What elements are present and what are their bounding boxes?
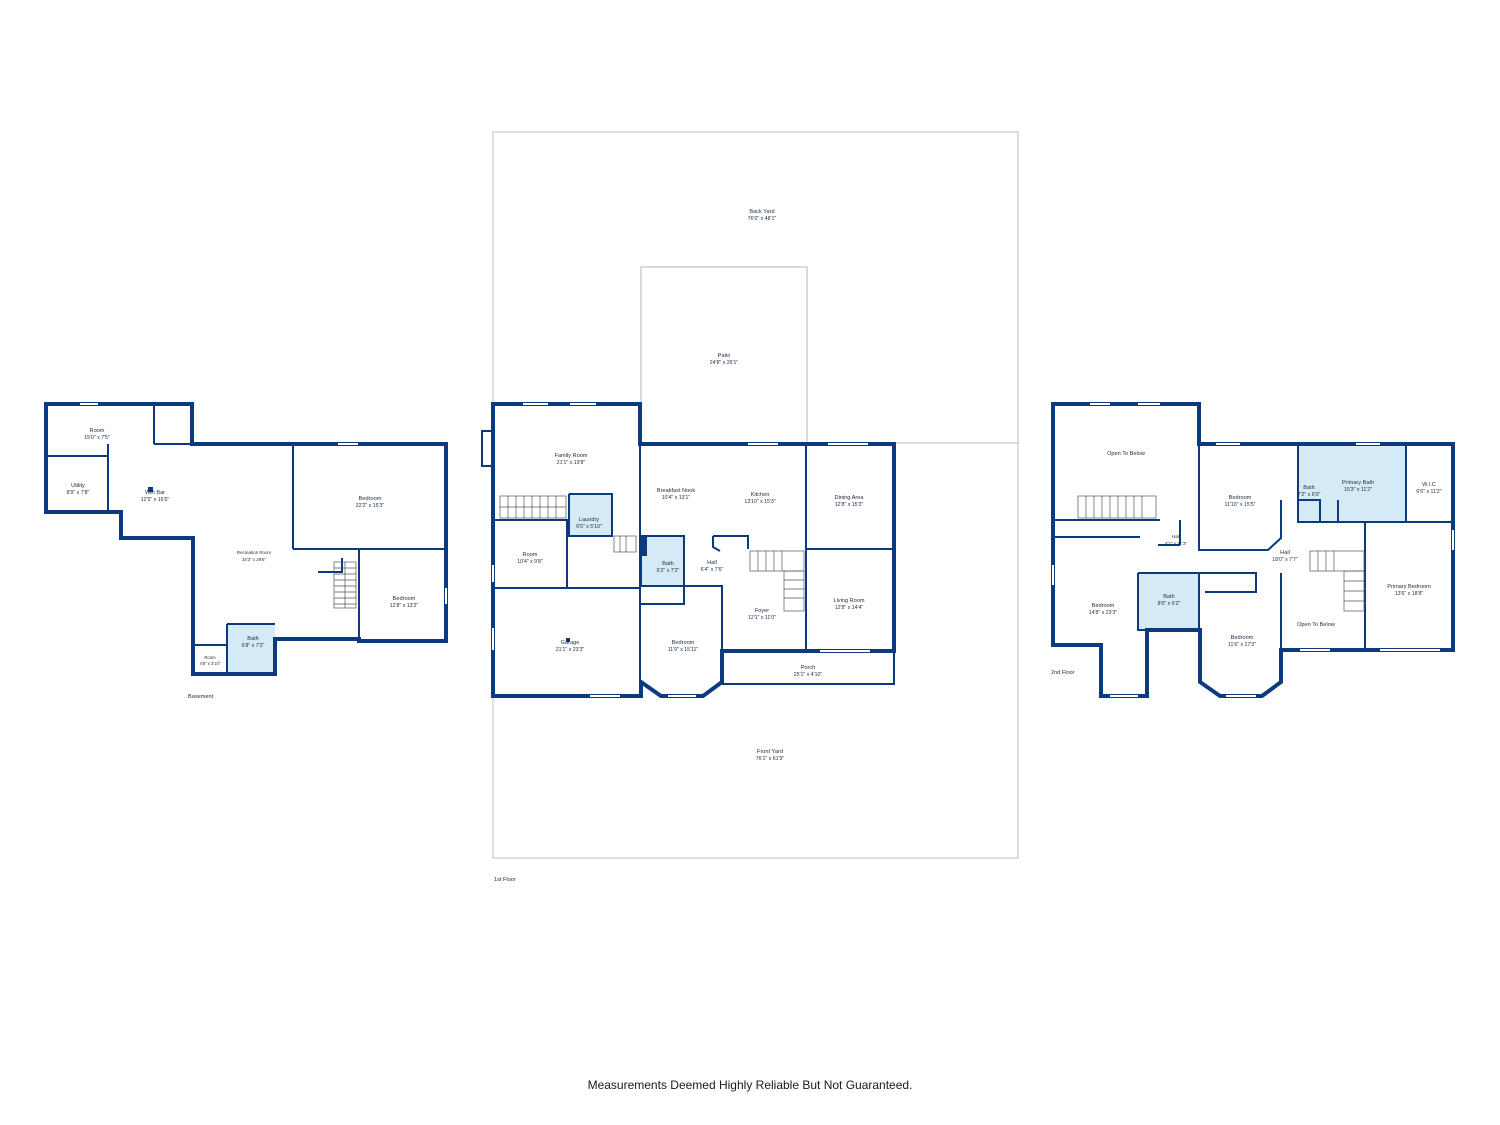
room-label: Room: [523, 552, 538, 558]
room-dims: 6'8" x 7'2": [242, 643, 265, 649]
room-dims: 21'1" x 23'3": [556, 647, 585, 653]
room-label: Bath: [1163, 594, 1175, 600]
room-label: Room: [90, 428, 105, 434]
room-label: Bedroom: [359, 496, 382, 502]
room-label: Bedroom: [1229, 495, 1252, 501]
second-floor-plan: Open To Below Bedroom 11'10" x 15'5" Bat…: [1051, 402, 1455, 698]
second-inner-walls: [1053, 444, 1453, 650]
room-dims: 7'2" x 6'0": [1298, 492, 1321, 498]
room-label: Foyer: [755, 608, 769, 614]
room-label: Recreation Room: [237, 550, 272, 555]
room-label: Primary Bath: [1342, 480, 1374, 486]
room-label: Porch: [801, 665, 816, 671]
fireplace-icon: [481, 430, 493, 467]
room-label: Bath: [662, 561, 674, 567]
basement-floor-plan: Room 15'0" x 7'5" Utility 8'9" x 7'8" We…: [44, 402, 448, 700]
room-label: Front Yard: [757, 749, 783, 755]
basement-stairs: [333, 561, 357, 609]
second-windows: [1052, 403, 1454, 697]
room-label: Bedroom: [393, 596, 416, 602]
room-dims: 6'4" x 7'6": [701, 567, 724, 573]
room-label: Hall: [707, 560, 717, 566]
room-label: Breakfast Nook: [657, 488, 695, 494]
room-dims: 12'8" x 15'3": [835, 502, 864, 508]
first-inner-walls: [493, 444, 894, 696]
first-stairs-foyer: [613, 535, 805, 612]
basement-inner-walls: [46, 404, 446, 674]
basement-post-icon: [148, 487, 153, 492]
room-dims: 15'3" x 11'2": [1344, 487, 1372, 493]
room-label: Hall: [1172, 534, 1180, 539]
room-label: Open To Below: [1297, 622, 1336, 628]
floor-label-basement: Basement: [188, 694, 214, 700]
room-dims: 12'5" x 16'6": [141, 497, 170, 503]
room-label: Kitchen: [751, 492, 770, 498]
room-label: W.I.C: [1422, 482, 1436, 488]
room-dims: 22'2" x 15'3": [356, 503, 385, 509]
second-stairs: [1077, 495, 1365, 612]
porch-outline: [722, 650, 895, 685]
room-dims: 6'5" x 5'10": [576, 524, 602, 530]
floor-label-first: 1st Floor: [494, 877, 516, 883]
room-dims: 18'0" x 7'7": [1272, 557, 1298, 563]
room-dims: 12'1" x 11'0": [748, 615, 776, 621]
room-label: Hall: [1280, 550, 1290, 556]
room-dims: 10'4" x 9'8": [517, 559, 543, 565]
room-dims: 8'0" x 6'2": [1158, 601, 1181, 607]
room-label: Bath: [1303, 485, 1315, 491]
room-label: Wet Bar: [145, 490, 165, 496]
room-label: Bath: [247, 636, 259, 642]
room-dims: 4'2" x 11'3": [1165, 541, 1188, 546]
first-windows: [492, 403, 870, 697]
first-floor-plan: Back Yard 76'0" x 48'1" Patio 24'8" x 26…: [481, 131, 1019, 883]
room-dims: 4'8" x 3'10": [200, 661, 221, 666]
room-label: Bedroom: [672, 640, 695, 646]
room-dims: 13'10" x 15'3": [744, 499, 775, 505]
room-dims: 76'0" x 48'1": [748, 216, 777, 222]
room-label: Open To Below: [1107, 451, 1146, 457]
disclaimer-text: Measurements Deemed Highly Reliable But …: [587, 1078, 913, 1092]
room-dims: 21'1" x 19'8": [557, 460, 586, 466]
room-dims: 13'6" x 18'8": [1395, 591, 1424, 597]
room-dims: 6'6" x 11'2": [1416, 489, 1441, 495]
room-label: Living Room: [833, 598, 864, 604]
room-label: Patio: [718, 353, 731, 359]
basement-bath-fill: [227, 624, 275, 674]
room-dims: 11'9" x 15'11": [668, 647, 699, 653]
room-dims: 15'0" x 7'5": [84, 435, 110, 441]
room-label: Room: [204, 655, 216, 660]
room-dims: 11'6" x 17'3": [1228, 642, 1256, 648]
garage-post-icon: [566, 638, 570, 642]
room-dims: 12'8" x 13'2": [390, 603, 419, 609]
room-label: Bedroom: [1231, 635, 1254, 641]
basement-outer-walls: [44, 402, 448, 676]
room-dims: 10'4" x 13'1": [662, 495, 691, 501]
room-label: Utility: [71, 483, 85, 489]
first-bath-fill: [641, 536, 684, 586]
room-dims: 12'8" x 14'4": [835, 605, 864, 611]
room-dims: 6'2" x 7'2": [657, 568, 680, 574]
laundry-fill: [569, 494, 612, 536]
room-dims: 34'3" x 29'6": [242, 557, 267, 562]
room-label: Laundry: [579, 517, 599, 523]
second-bath-fill: [1138, 573, 1199, 630]
room-dims: 76'1" x 61'9": [756, 756, 785, 762]
room-label: Primary Bedroom: [1387, 584, 1431, 590]
room-label: Garage: [561, 640, 580, 646]
room-dims: 14'8" x 23'3": [1089, 610, 1118, 616]
room-label: Dining Area: [835, 495, 865, 501]
door-frame-icon: [641, 536, 647, 556]
floor-label-second: 2nd Floor: [1051, 670, 1075, 676]
room-dims: 8'9" x 7'8": [67, 490, 90, 496]
room-dims: 11'10" x 15'5": [1225, 502, 1256, 508]
primary-bath-fill: [1298, 446, 1406, 522]
room-label: Family Room: [555, 453, 588, 459]
room-label: Back Yard: [749, 209, 774, 215]
room-dims: 24'8" x 26'1": [710, 360, 739, 366]
room-label: Bedroom: [1092, 603, 1115, 609]
room-dims: 25'1" x 4'10": [794, 672, 823, 678]
basement-windows: [80, 403, 447, 604]
first-stairs-family: [499, 495, 567, 519]
